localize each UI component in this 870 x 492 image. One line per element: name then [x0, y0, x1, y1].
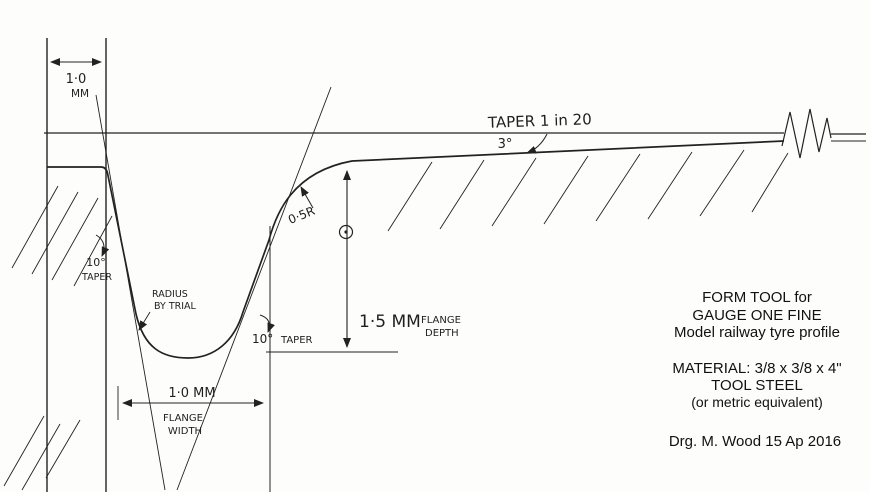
flange-depth-word1-label: FLANGE [421, 315, 461, 326]
title-line4-material: MATERIAL: 3/8 x 3/8 x 4" [672, 360, 841, 377]
construction-right-wall-extension [176, 86, 332, 491]
title-line3: Model railway tyre profile [674, 324, 840, 341]
top-dim-value-label: 1·0 [66, 72, 87, 87]
left-taper-word-label: TAPER [81, 272, 112, 283]
taper-label: TAPER 1 in 20 [487, 110, 592, 132]
datum-target-circle [338, 224, 354, 240]
title-line2: GAUGE ONE FINE [692, 307, 821, 324]
flange-width-word1-label: FLANGE [163, 413, 203, 424]
flange-width-value-label: 1·0 MM [168, 386, 215, 401]
taper-angle-label: 3° [498, 137, 513, 152]
radius-trial-line1-label: RADIUS [152, 289, 188, 300]
radius-label: 0·5R [286, 204, 317, 227]
left-taper-angle-arc [95, 234, 110, 257]
tread-angle-arc [526, 133, 548, 154]
flange-width-word2-label: WIDTH [168, 426, 202, 437]
hatching-left [11, 185, 113, 287]
radius-trial-leader-arrow [138, 311, 151, 331]
radius-trial-line2-label: BY TRIAL [154, 301, 197, 312]
flange-depth-word2-label: DEPTH [425, 328, 459, 339]
radius-leader-arrow [300, 186, 314, 209]
top-dim-unit-label: MM [71, 88, 89, 100]
break-zigzag [781, 108, 832, 159]
construction-left-wall-extension [95, 94, 166, 491]
flange-depth-value-label: 1·5 MM [359, 312, 421, 332]
right-taper-word-label: TAPER [280, 335, 313, 346]
hatching-right [387, 149, 789, 232]
tool-profile [47, 140, 785, 359]
datum-target-dot [344, 230, 348, 234]
right-taper-angle-label: 10° [252, 332, 273, 346]
title-line1: FORM TOOL for [702, 289, 812, 306]
title-line5: TOOL STEEL [711, 377, 803, 394]
title-line6: (or metric equivalent) [691, 394, 823, 410]
signature: Drg. M. Wood 15 Ap 2016 [669, 433, 841, 450]
hatching-bottom-left [3, 415, 81, 491]
left-taper-angle-label: 10° [86, 256, 106, 269]
right-taper-angle-arc [259, 314, 275, 333]
